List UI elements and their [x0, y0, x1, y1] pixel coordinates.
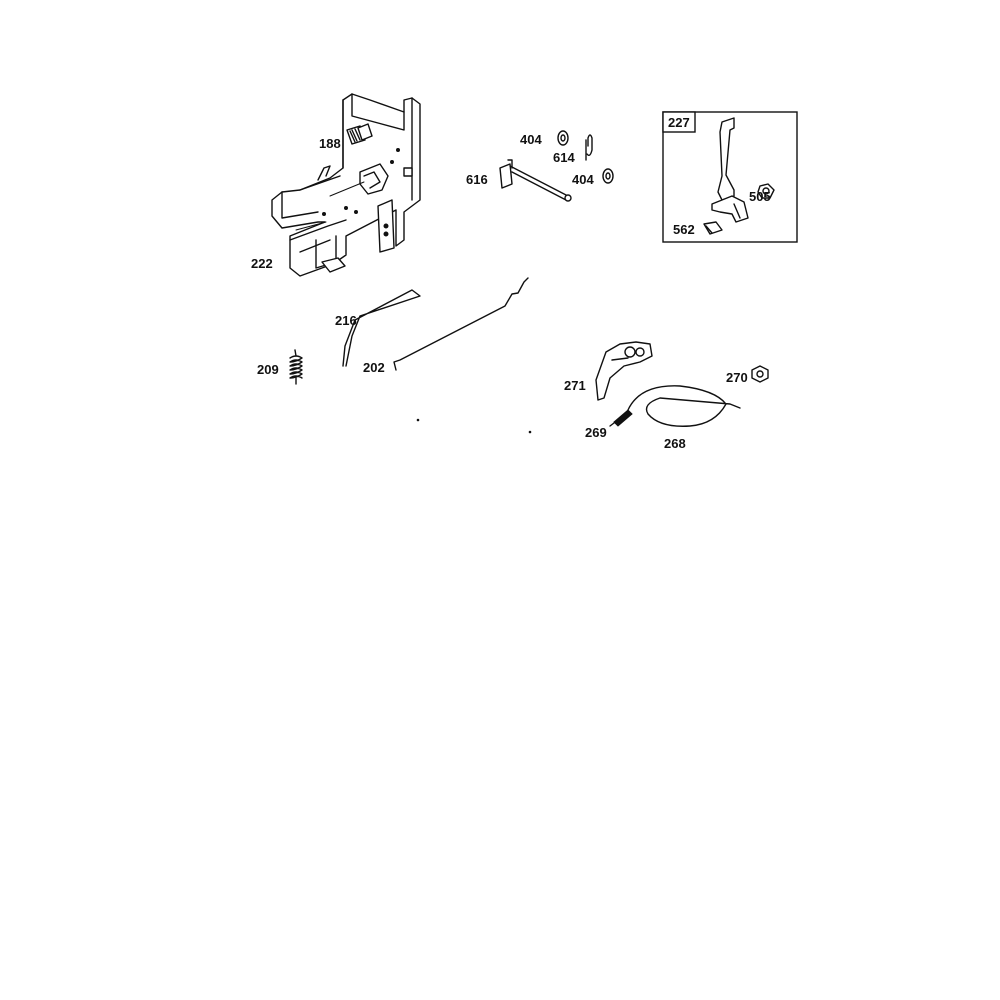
part-label-616: 616: [466, 172, 488, 187]
part-label-222: 222: [251, 256, 273, 271]
spring-209-drawing: [289, 349, 303, 385]
part-label-270: 270: [726, 370, 748, 385]
washer-404-drawing: [557, 130, 614, 184]
part-label-188: 188: [319, 136, 341, 151]
part-label-268: 268: [664, 436, 686, 451]
shaft-616-drawing: [499, 159, 572, 202]
part-label-269: 269: [585, 425, 607, 440]
rod-202-drawing: [393, 277, 529, 371]
part-label-614: 614: [553, 150, 575, 165]
part-label-209: 209: [257, 362, 279, 377]
part-label-505: 505: [749, 189, 771, 204]
inset-227-box: [662, 111, 798, 243]
cable-268-drawing: [609, 385, 741, 427]
part-label-404-upper: 404: [520, 132, 542, 147]
part-label-202: 202: [363, 360, 385, 375]
link-216-drawing: [342, 289, 421, 367]
part-label-271: 271: [564, 378, 586, 393]
part-label-404-lower: 404: [572, 172, 594, 187]
part-label-227: 227: [668, 115, 690, 130]
lever-271-drawing: [595, 341, 653, 401]
hairpin-614-drawing: [585, 134, 593, 161]
part-label-216: 216: [335, 313, 357, 328]
screw-188-drawing: [346, 123, 373, 145]
control-bracket-drawing: [271, 93, 421, 277]
nut-270-drawing: [751, 365, 769, 383]
part-label-562: 562: [673, 222, 695, 237]
